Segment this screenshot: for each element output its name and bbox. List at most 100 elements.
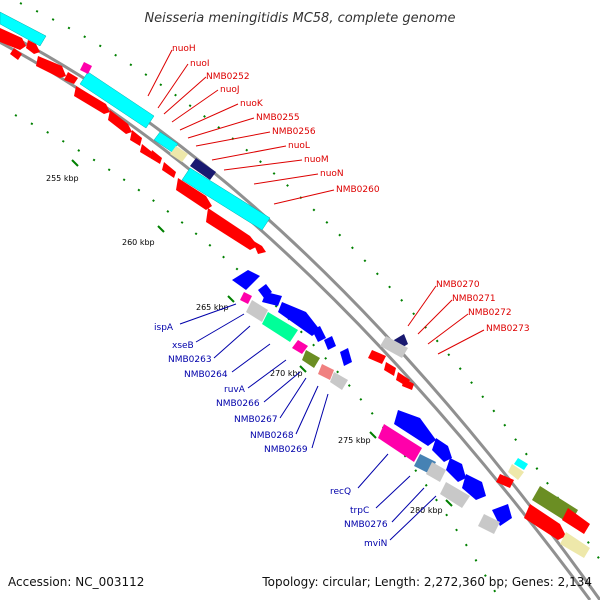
gene-label[interactable]: NMB0271 bbox=[452, 294, 496, 304]
cds-reverse[interactable] bbox=[324, 336, 336, 350]
gene-label[interactable]: NMB0263 bbox=[168, 355, 212, 365]
forward-cds-cluster-1 bbox=[0, 28, 266, 254]
cds-reverse[interactable] bbox=[262, 292, 282, 306]
cog-feature[interactable] bbox=[318, 364, 334, 380]
backbone-outer bbox=[0, 28, 600, 600]
cds-forward[interactable] bbox=[64, 72, 78, 84]
cds-reverse[interactable] bbox=[394, 410, 436, 446]
cds-forward[interactable] bbox=[162, 162, 176, 178]
cog-feature[interactable] bbox=[292, 340, 308, 354]
cog-feature[interactable] bbox=[560, 532, 590, 558]
cds-forward[interactable] bbox=[130, 130, 142, 146]
tick-label: 275 kbp bbox=[338, 436, 371, 445]
cog-feature[interactable] bbox=[181, 167, 271, 231]
cog-feature[interactable] bbox=[508, 464, 524, 480]
tick-label: 270 kbp bbox=[270, 369, 303, 378]
gene-label[interactable]: NMB0268 bbox=[250, 431, 294, 441]
gene-label[interactable]: nuoM bbox=[304, 155, 329, 165]
gene-label[interactable]: mviN bbox=[364, 539, 387, 549]
gene-label[interactable]: trpC bbox=[350, 506, 369, 516]
gene-label[interactable]: nuoN bbox=[320, 169, 344, 179]
cog-feature[interactable] bbox=[440, 482, 470, 508]
tick-label: 265 kbp bbox=[196, 303, 229, 312]
forward-cds-cluster-2 bbox=[368, 336, 590, 558]
gene-label[interactable]: xseB bbox=[172, 341, 194, 351]
gene-label[interactable]: nuoL bbox=[288, 141, 310, 151]
reverse-cds-cluster-1 bbox=[232, 270, 512, 526]
gene-label[interactable]: NMB0255 bbox=[256, 113, 300, 123]
cds-forward[interactable] bbox=[368, 350, 386, 364]
cds-forward[interactable] bbox=[74, 86, 110, 114]
gene-label[interactable]: NMB0266 bbox=[216, 399, 260, 409]
cds-reverse[interactable] bbox=[446, 458, 466, 482]
cog-feature[interactable] bbox=[190, 158, 216, 180]
cds-forward[interactable] bbox=[108, 110, 132, 134]
cog-feature[interactable] bbox=[170, 146, 188, 162]
cds-reverse[interactable] bbox=[492, 504, 512, 526]
gene-label[interactable]: nuoI bbox=[190, 59, 210, 69]
cog-feature[interactable] bbox=[478, 514, 500, 534]
cog-feature[interactable] bbox=[378, 424, 422, 462]
cog-feature[interactable] bbox=[262, 312, 298, 342]
cds-reverse[interactable] bbox=[432, 438, 452, 462]
cog-reverse-cluster bbox=[240, 292, 500, 534]
gene-label[interactable]: ruvA bbox=[224, 385, 246, 395]
cds-forward[interactable] bbox=[524, 504, 566, 540]
reverse-gene-labels: ispA xseB NMB0263 NMB0264 ruvA NMB0266 N… bbox=[154, 303, 437, 549]
gene-label[interactable]: NMB0270 bbox=[436, 280, 480, 290]
cog-feature[interactable] bbox=[246, 300, 268, 322]
cds-forward[interactable] bbox=[562, 508, 590, 534]
cog-cyan-cluster-1 bbox=[0, 11, 271, 231]
gene-label[interactable]: NMB0273 bbox=[486, 324, 530, 334]
gene-label[interactable]: ispA bbox=[154, 323, 174, 333]
gene-label[interactable]: NMB0269 bbox=[264, 445, 308, 455]
gene-label[interactable]: NMB0264 bbox=[184, 370, 228, 380]
gene-label[interactable]: NMB0260 bbox=[336, 185, 380, 195]
cog-feature[interactable] bbox=[80, 62, 92, 74]
cog-feature[interactable] bbox=[380, 336, 408, 358]
gene-label[interactable]: NMB0272 bbox=[468, 308, 512, 318]
cog-feature[interactable] bbox=[240, 292, 252, 304]
cds-reverse[interactable] bbox=[340, 348, 352, 366]
cog-feature[interactable] bbox=[330, 372, 348, 390]
map-title: Neisseria meningitidis MC58, complete ge… bbox=[144, 11, 455, 26]
cds-forward[interactable] bbox=[150, 150, 162, 164]
cog-feature[interactable] bbox=[0, 11, 47, 47]
cds-forward[interactable] bbox=[496, 474, 514, 488]
gene-label[interactable]: recQ bbox=[330, 487, 351, 497]
forward-gene-labels: nuoH nuoI NMB0252 nuoJ nuoK NMB0255 NMB0… bbox=[147, 44, 530, 355]
cds-forward[interactable] bbox=[402, 378, 414, 390]
cds-reverse[interactable] bbox=[312, 326, 326, 342]
cds-reverse[interactable] bbox=[278, 302, 320, 336]
topology-text: Topology: circular; Length: 2,272,360 bp… bbox=[261, 575, 592, 589]
gene-label[interactable]: NMB0252 bbox=[206, 72, 250, 82]
cds-forward[interactable] bbox=[0, 28, 26, 50]
tick-label: 280 kbp bbox=[410, 506, 443, 515]
cog-feature[interactable] bbox=[302, 350, 320, 368]
gene-label[interactable]: nuoJ bbox=[220, 85, 240, 95]
cog-feature[interactable] bbox=[79, 71, 155, 129]
gene-label[interactable]: NMB0267 bbox=[234, 415, 278, 425]
cds-forward[interactable] bbox=[252, 240, 266, 254]
cog-feature[interactable] bbox=[426, 462, 446, 482]
gene-label[interactable]: nuoK bbox=[240, 99, 264, 109]
tick-label: 260 kbp bbox=[122, 238, 155, 247]
cds-reverse[interactable] bbox=[462, 474, 486, 500]
gene-label[interactable]: NMB0276 bbox=[344, 520, 388, 530]
tick-label: 255 kbp bbox=[46, 174, 79, 183]
cds-reverse[interactable] bbox=[232, 270, 260, 290]
cds-forward[interactable] bbox=[10, 48, 22, 60]
gc-track-inner bbox=[14, 114, 501, 600]
cds-forward[interactable] bbox=[176, 178, 212, 210]
scale-ticks: 255 kbp 260 kbp 265 kbp 270 kbp 275 kbp … bbox=[46, 159, 453, 515]
cog-feature[interactable] bbox=[514, 458, 528, 470]
cds-forward[interactable] bbox=[36, 56, 66, 78]
cds-forward[interactable] bbox=[26, 40, 40, 54]
accession-text: Accession: NC_003112 bbox=[8, 575, 144, 589]
gene-label[interactable]: NMB0256 bbox=[272, 127, 316, 137]
cds-forward[interactable] bbox=[384, 362, 396, 376]
gene-label[interactable]: nuoH bbox=[172, 44, 196, 54]
cds-forward[interactable] bbox=[206, 208, 258, 250]
cds-forward[interactable] bbox=[140, 144, 152, 158]
